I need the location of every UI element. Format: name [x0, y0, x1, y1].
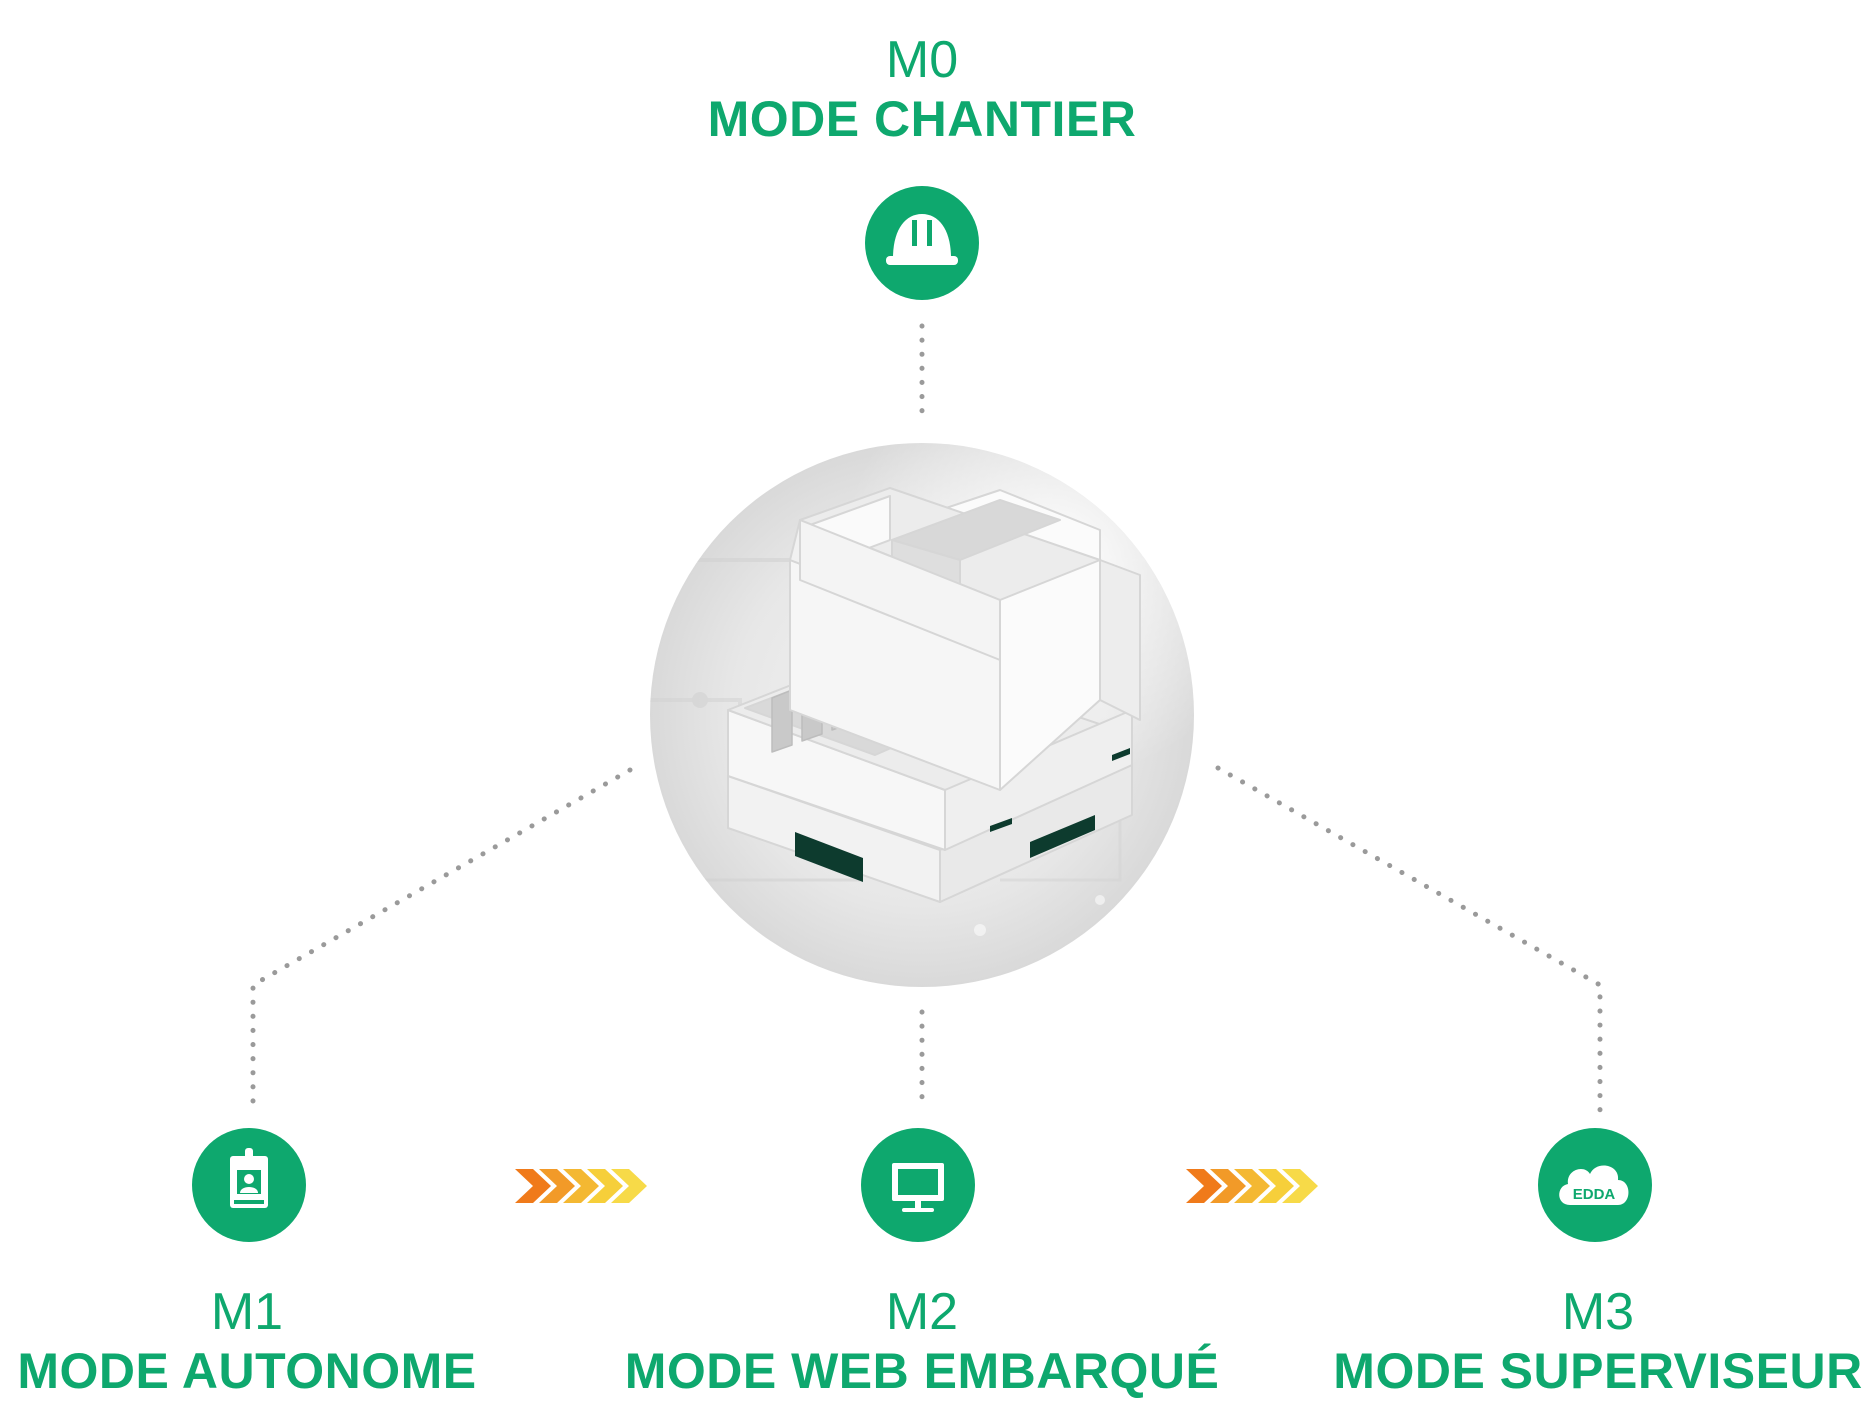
cloud-icon: EDDA: [1559, 1165, 1629, 1205]
connector-left: [250, 767, 633, 1113]
id-badge-icon: [230, 1148, 268, 1208]
hard-hat-icon: [886, 214, 958, 265]
mode-m3-label: M3 MODE SUPERVISEUR: [1333, 1282, 1862, 1400]
din-rail-module-icon: [727, 487, 1141, 903]
mode-m3-icon[interactable]: EDDA: [1538, 1128, 1652, 1242]
edda-label: EDDA: [1573, 1186, 1616, 1203]
mode-m2-icon[interactable]: [861, 1128, 975, 1242]
mode-m1-name: MODE AUTONOME: [17, 1343, 477, 1399]
connector-lines: [250, 323, 1603, 1113]
mode-m0-name: MODE CHANTIER: [707, 91, 1137, 147]
mode-m2-code: M2: [885, 1283, 959, 1341]
mode-m0-label: M0 MODE CHANTIER: [708, 30, 1137, 148]
connector-right: [1215, 765, 1603, 1113]
mode-m1-icon[interactable]: [192, 1128, 306, 1242]
monitor-icon: [892, 1163, 944, 1212]
mode-m3-name: MODE SUPERVISEUR: [1333, 1343, 1862, 1399]
mode-m2-name: MODE WEB EMBARQUÉ: [624, 1343, 1220, 1399]
device-disc: [650, 443, 1194, 987]
arrow-m2-to-m3: [1186, 1169, 1318, 1203]
mode-m0-code: M0: [885, 31, 959, 89]
arrow-m1-to-m2: [515, 1169, 647, 1203]
mode-m3-code: M3: [1561, 1283, 1635, 1341]
mode-m1-label: M1 MODE AUTONOME: [17, 1282, 476, 1400]
mode-m0-icon[interactable]: [865, 186, 979, 300]
mode-m2-label: M2 MODE WEB EMBARQUÉ: [625, 1282, 1220, 1400]
mode-m1-code: M1: [210, 1283, 284, 1341]
